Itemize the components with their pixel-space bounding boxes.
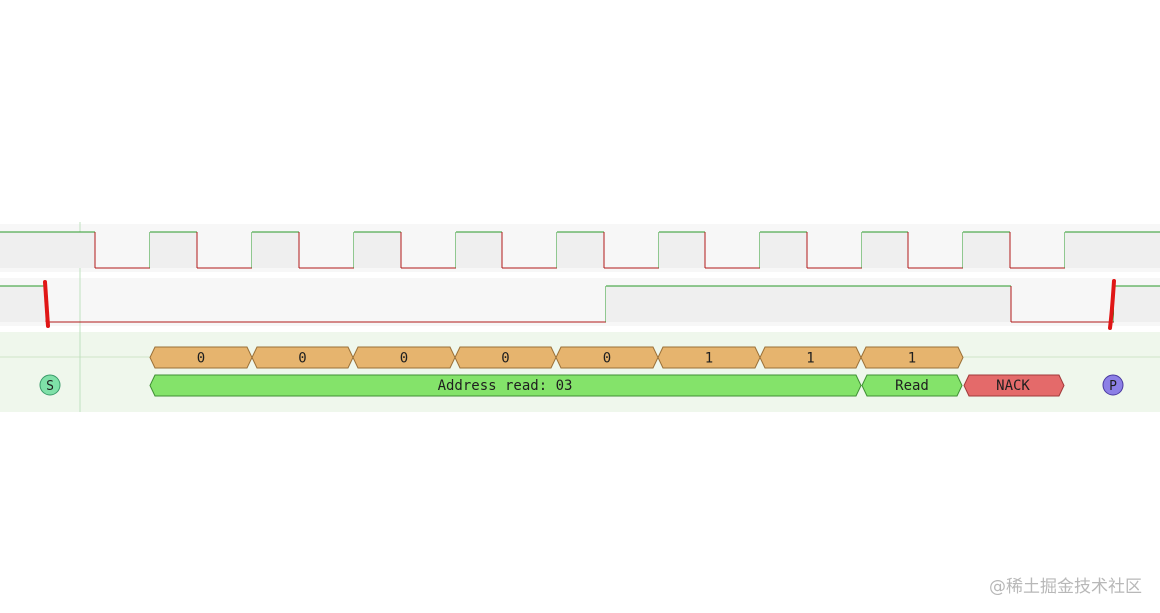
waveform-high-fill [0,232,95,268]
sda-data-trace [0,285,1160,323]
decoded-bit-shape[interactable] [860,346,964,369]
decoded-bit-label: 1 [705,351,713,367]
decoded-bit-label: 0 [298,351,306,367]
waveform-high-fill [150,232,197,268]
start-condition-marker[interactable]: S [39,374,61,396]
watermark-text: @稀土掘金技术社区 [989,577,1142,597]
nack-frame-label: NACK [996,378,1030,394]
waveform-high-fill [0,286,46,322]
read-write-frame-label: Read [895,378,929,394]
stop-condition-label: P [1109,379,1117,394]
decoded-bit-label: 0 [501,351,509,367]
start-condition-label: S [46,379,54,394]
waveform-high-fill [1114,286,1160,322]
decoded-bit-label: 0 [603,351,611,367]
decoded-bit-label: 1 [908,351,916,367]
nack-frame-shape[interactable] [963,374,1065,397]
read-write-frame-shape[interactable] [861,374,963,397]
address-frame-label: Address read: 03 [438,378,573,394]
decoder-lane-background [0,332,1160,412]
decoded-bit-label: 0 [197,351,205,367]
waveform-high-fill [659,232,705,268]
address-frame-shape[interactable] [149,374,862,397]
waveform-high-fill [456,232,502,268]
decoded-frame-row: Address read: 03 Read NACK [149,374,1065,397]
waveform-high-fill [862,232,908,268]
scl-clock-trace [0,231,1160,269]
waveform-high-fill [557,232,604,268]
stop-annotation-mark [1108,279,1116,330]
start-annotation-mark [43,280,50,328]
waveform-high-fill [252,232,299,268]
decoded-bit-label: 1 [806,351,814,367]
decoded-bit-label: 0 [400,351,408,367]
waveform-high-fill [963,232,1010,268]
waveform-high-fill [1065,232,1160,268]
waveform-high-fill [760,232,807,268]
decoded-bits-row: 0 0 0 0 0 1 1 1 [149,346,964,369]
waveform-high-fill [606,286,1011,322]
waveform-high-fill [354,232,401,268]
stop-condition-marker[interactable]: P [1102,374,1124,396]
